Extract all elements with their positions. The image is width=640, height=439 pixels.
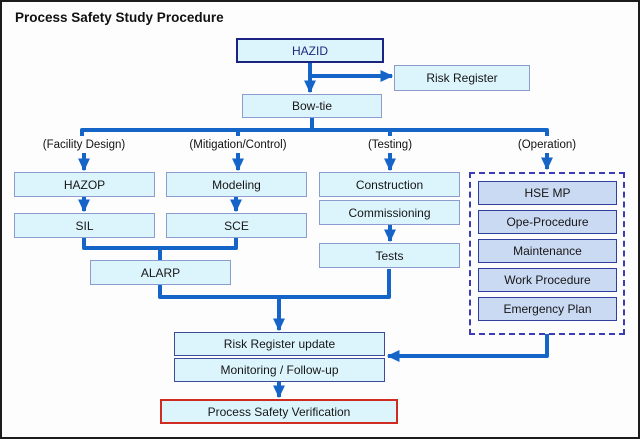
node-hazid: HAZID (236, 38, 384, 63)
arrow-operation-to-update (386, 334, 549, 362)
node-work-procedure: Work Procedure (478, 268, 617, 292)
node-emergency-plan: Emergency Plan (478, 297, 617, 321)
node-commissioning: Commissioning (319, 200, 460, 225)
line-sil-sce-bracket (82, 238, 238, 250)
node-hazop: HAZOP (14, 172, 155, 197)
node-ope-procedure: Ope-Procedure (478, 210, 617, 234)
node-construction: Construction (319, 172, 460, 197)
node-hse-mp: HSE MP (478, 181, 617, 205)
node-sil: SIL (14, 213, 155, 238)
line-distribution (80, 128, 549, 136)
node-maintenance: Maintenance (478, 239, 617, 263)
branch-label-operation: (Operation) (517, 139, 577, 151)
operation-group-container (469, 172, 625, 335)
node-alarp: ALARP (90, 260, 231, 285)
node-tests: Tests (319, 243, 460, 268)
node-bowtie: Bow-tie (242, 94, 382, 118)
branch-label-mitigation-control: (Mitigation/Control) (189, 139, 287, 151)
branch-label-facility-design: (Facility Design) (42, 139, 126, 151)
diagram-title: Process Safety Study Procedure (15, 10, 224, 25)
node-risk-register-update: Risk Register update (174, 332, 385, 356)
node-monitoring-follow-up: Monitoring / Follow-up (174, 358, 385, 382)
node-sce: SCE (166, 213, 307, 238)
branch-label-testing: (Testing) (367, 139, 413, 151)
node-modeling: Modeling (166, 172, 307, 197)
node-process-safety-verification: Process Safety Verification (160, 399, 398, 424)
node-risk-register: Risk Register (394, 65, 530, 91)
